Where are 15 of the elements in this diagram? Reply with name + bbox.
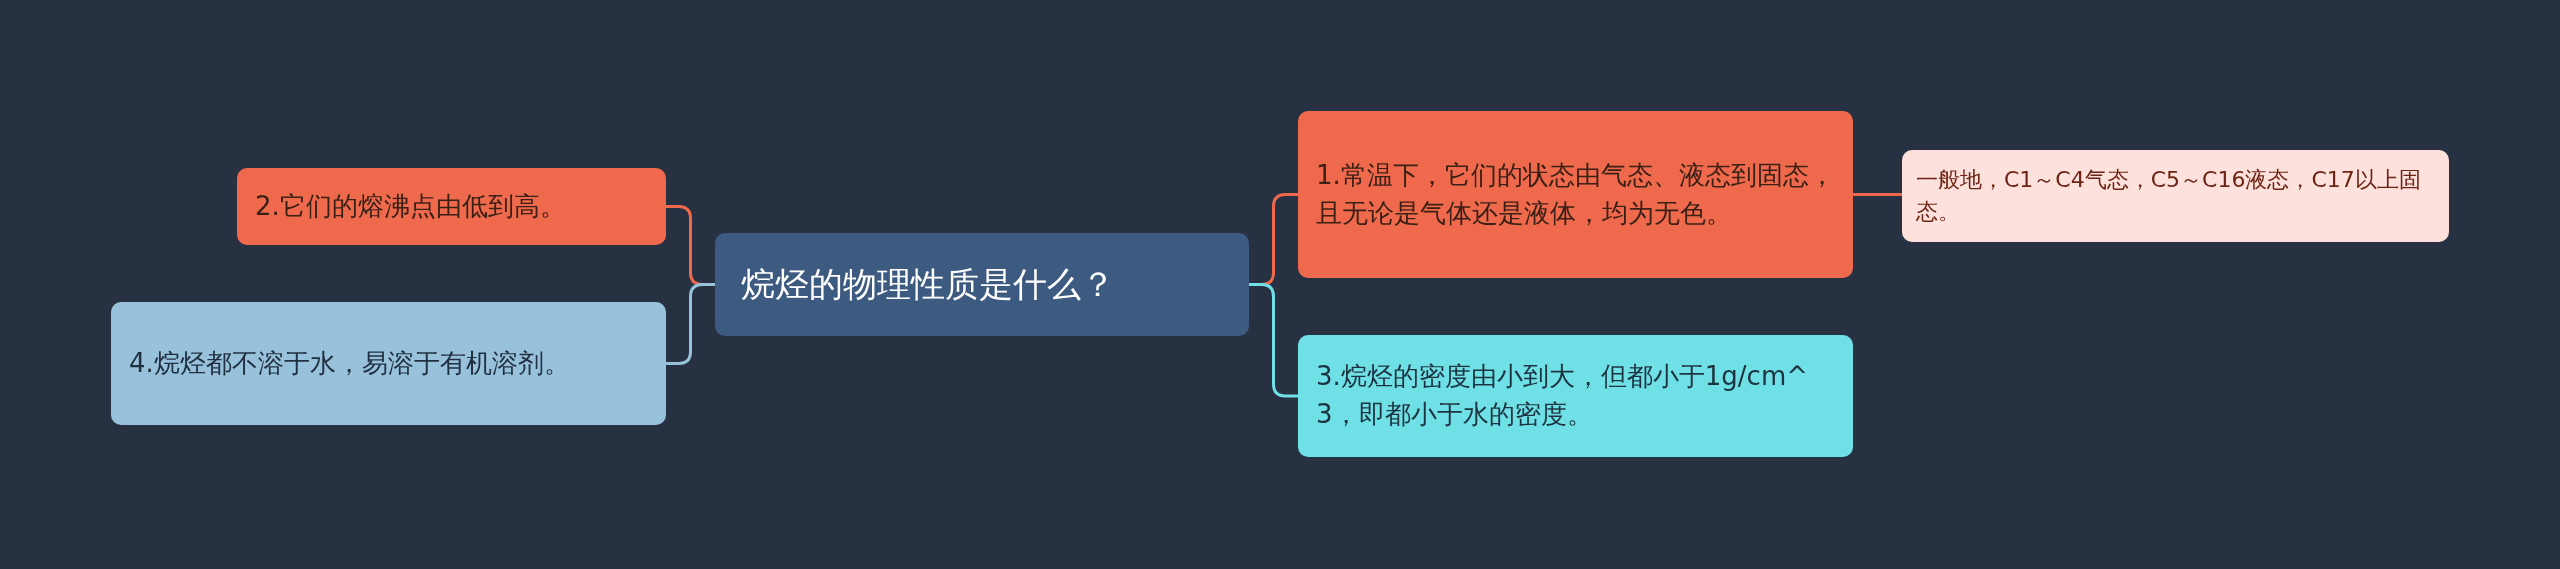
connector-line bbox=[666, 283, 715, 365]
topic-text: 烷烃的物理性质是什么？ bbox=[741, 262, 1115, 306]
central-topic-box bbox=[715, 233, 1249, 336]
topic-box bbox=[111, 302, 666, 425]
topic-text: 1.常温下，它们的状态由气态、液态到固态，且无论是气体还是液体，均为无色。 bbox=[1316, 158, 1835, 230]
connector-line bbox=[1249, 283, 1298, 398]
topic-text: 4.烷烃都不溶于水，易溶于有机溶剂。 bbox=[129, 346, 570, 380]
connector-line bbox=[1853, 193, 1902, 196]
topic-text: 一般地，C1～C4气态，C5～C16液态，C17以上固态。 bbox=[1916, 166, 2422, 226]
topic-box bbox=[1298, 111, 1853, 278]
topic-box bbox=[1298, 335, 1853, 457]
topic-box bbox=[237, 168, 666, 245]
topic-text: 3.烷烃的密度由小到大，但都小于1g/cm^3，即都小于水的密度。 bbox=[1316, 360, 1810, 431]
topic-text: 2.它们的熔沸点由低到高。 bbox=[255, 189, 566, 223]
subtopic-box bbox=[1902, 150, 2449, 242]
